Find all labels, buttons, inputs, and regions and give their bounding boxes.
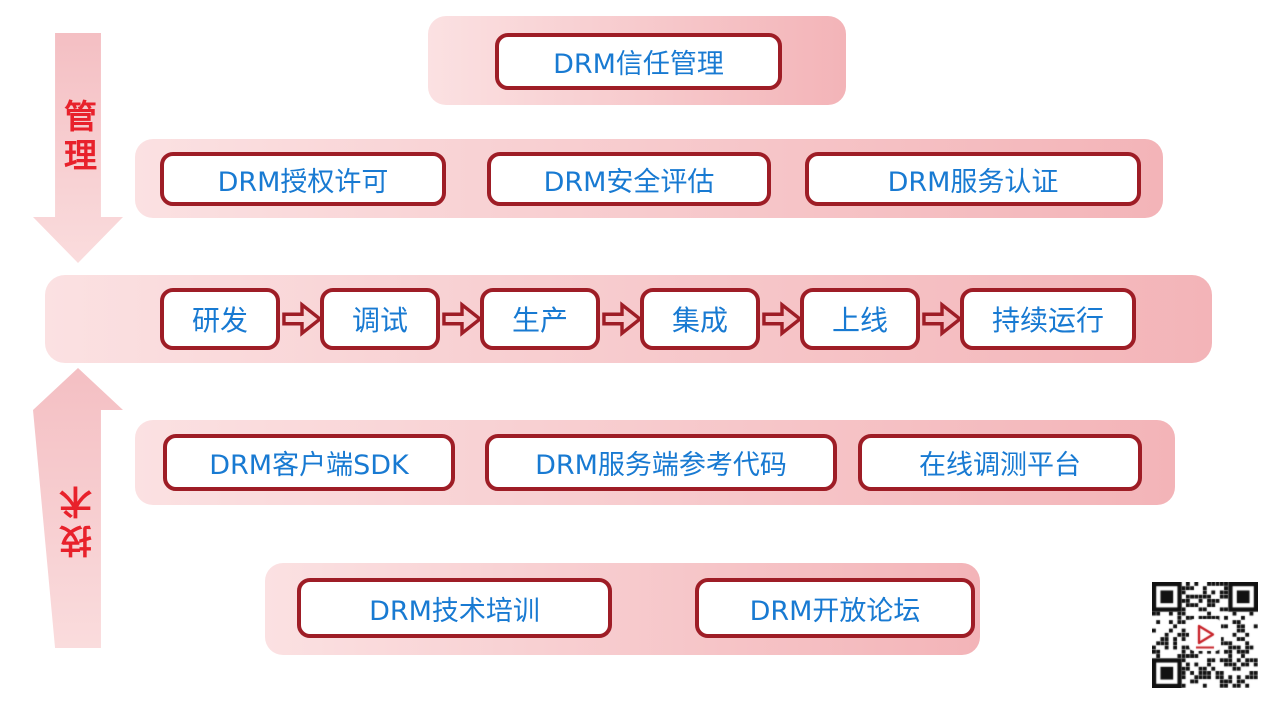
community-band: DRM技术培训 DRM开放论坛 xyxy=(265,563,980,655)
step-launch: 上线 xyxy=(800,288,920,350)
management-axis-label: 管理 xyxy=(58,99,98,177)
node-drm-open-forum: DRM开放论坛 xyxy=(695,578,975,638)
management-band: DRM授权许可 DRM安全评估 DRM服务认证 xyxy=(135,139,1163,218)
right-arrow-icon xyxy=(762,301,803,337)
step-debug: 调试 xyxy=(320,288,440,350)
right-arrow-icon xyxy=(602,301,643,337)
qr-code xyxy=(1152,582,1258,688)
step-integration: 集成 xyxy=(640,288,760,350)
right-arrow-icon xyxy=(282,301,323,337)
trust-band: DRM信任管理 xyxy=(428,16,846,105)
management-down-arrow: 管理 xyxy=(33,33,123,263)
node-drm-server-reference-code: DRM服务端参考代码 xyxy=(485,434,837,491)
technology-up-arrow: 技术 xyxy=(33,368,123,648)
node-drm-client-sdk: DRM客户端SDK xyxy=(163,434,455,491)
node-online-debug-platform: 在线调测平台 xyxy=(858,434,1142,491)
step-continuous-operation: 持续运行 xyxy=(960,288,1136,350)
node-drm-trust-management: DRM信任管理 xyxy=(495,33,782,90)
node-drm-service-certification: DRM服务认证 xyxy=(805,152,1141,206)
technology-axis-label: 技术 xyxy=(58,480,98,558)
step-research: 研发 xyxy=(160,288,280,350)
node-drm-training: DRM技术培训 xyxy=(297,578,612,638)
process-band: 研发 调试 生产 集成 上线 持续运行 xyxy=(45,275,1212,363)
node-drm-security-assessment: DRM安全评估 xyxy=(487,152,771,206)
right-arrow-icon xyxy=(922,301,963,337)
enablement-band: DRM客户端SDK DRM服务端参考代码 在线调测平台 xyxy=(135,420,1175,505)
step-production: 生产 xyxy=(480,288,600,350)
right-arrow-icon xyxy=(442,301,483,337)
node-drm-license: DRM授权许可 xyxy=(160,152,446,206)
